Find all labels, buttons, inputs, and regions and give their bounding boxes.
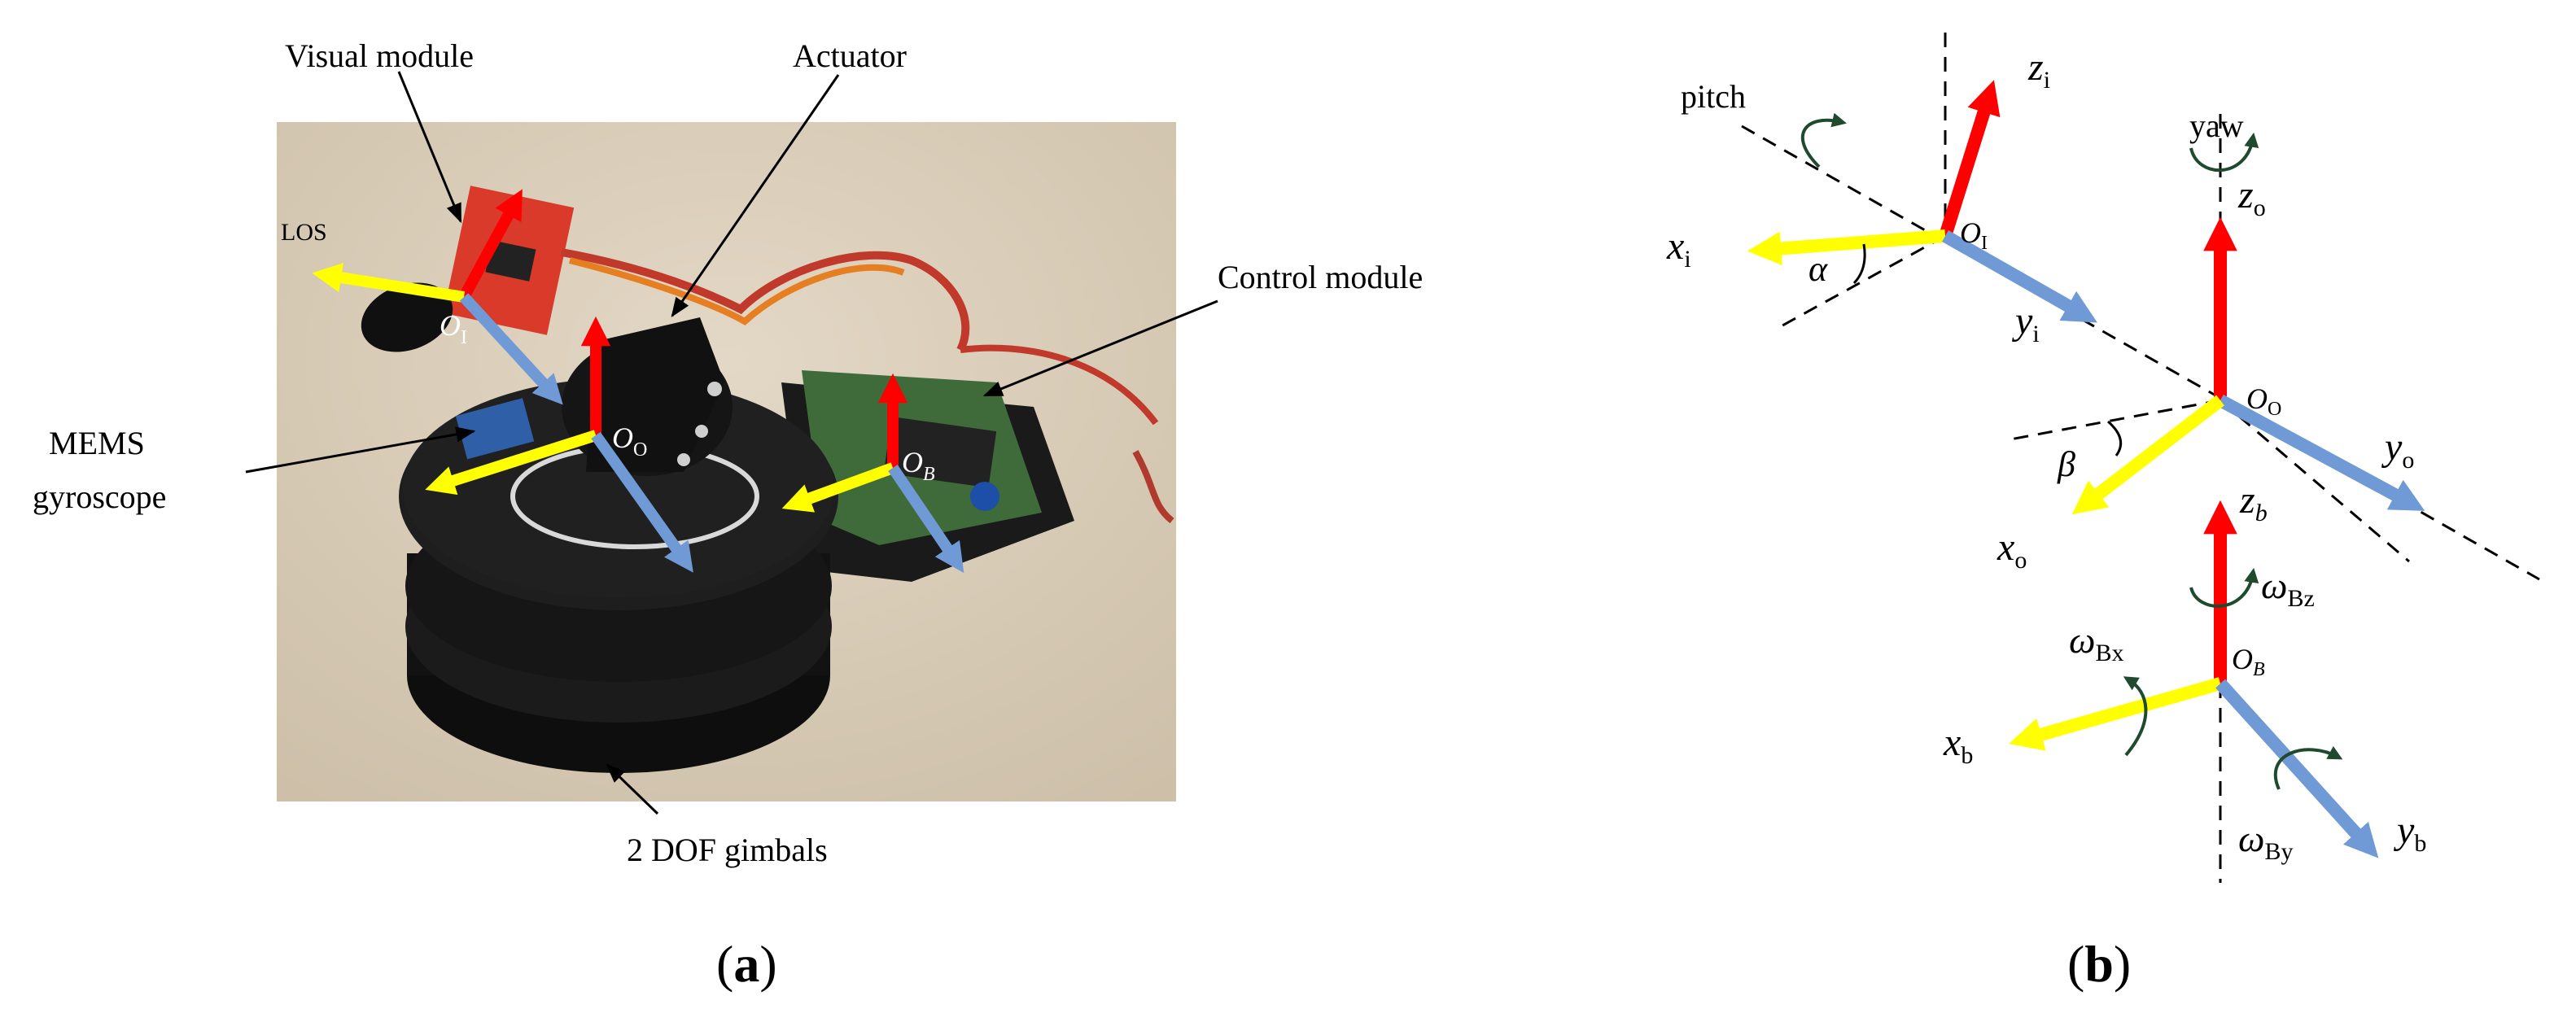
alpha-arc [1852,243,1866,285]
gimbal-photo [361,186,1174,773]
wbz-label: ωBz [2261,565,2315,612]
xb-label: xb [1943,721,1973,769]
yi-label: yi [2011,299,2040,347]
yo-label: yo [2381,426,2414,474]
yo-arrow [2217,394,2425,511]
los-label: LOS [281,219,327,246]
rotation-arrow-icon [2273,745,2343,790]
mems-label-line2: gyroscope [33,478,166,515]
alpha-label: α [1808,249,1828,289]
visual-module-label: Visual module [285,37,474,74]
actuator-leader [671,74,840,317]
xi-label: xi [1666,225,1691,273]
ob-y-arrow [888,465,964,574]
panel-a: OI OO OB LOS Visual module Actuator Cont… [33,37,1423,993]
mems-leader [245,426,476,474]
yb-arrow [2215,679,2379,858]
zb-label: zb [2239,478,2268,526]
panel-a-caption: (a) [716,935,777,993]
yb-label: yb [2393,809,2426,857]
photo-oi-label: OI [440,309,467,348]
zi-label: zi [2027,46,2050,94]
oo-x-arrow [425,430,598,496]
actuator-label: Actuator [793,37,907,74]
control-module-label: Control module [1218,259,1423,295]
wby-label: ωBy [2238,818,2294,865]
panel-b: pitch yaw α β zi xi yi OI zo OO yo xo zb… [1666,33,2540,993]
oi-alpha-line [1782,234,1946,327]
xo-arrow [2071,395,2224,515]
rotation-arrow-icon [1800,112,1848,168]
panel-b-caption: (b) [2067,935,2131,993]
rotation-arrow-icon [2189,132,2259,173]
yaw-label: yaw [2189,107,2244,144]
oo-y-arrow [591,431,693,573]
photo-oo-label: OO [612,421,647,461]
mems-label-line1: MEMS [49,425,145,461]
oi-label: OI [1960,216,1988,254]
yi-arrow [1942,230,2097,323]
oi-los-arrow [312,263,466,303]
zi-arrow [1939,80,2001,238]
pitch-axis-line [1741,124,2540,581]
ob-x-arrow [781,462,895,513]
control-module-leader [982,299,1218,397]
diagram-axes [1747,80,2425,858]
xb-arrow [2008,677,2223,751]
photo-ob-label: OB [902,446,935,485]
visual-module-leader [397,71,462,224]
wbx-label: ωBx [2069,619,2124,666]
oo-beta-line [2010,399,2221,441]
beta-arc [2107,420,2123,456]
oi-y-arrow [459,293,563,405]
beta-label: β [2057,444,2075,484]
xo-label: xo [1997,526,2027,574]
pitch-label: pitch [1681,78,1746,115]
gimbals-label: 2 DOF gimbals [627,832,828,868]
xi-arrow [1747,229,1946,266]
oo-label: OO [2246,382,2281,420]
rotation-arrow-icon [2123,676,2148,757]
ob-label: OB [2232,643,2265,680]
photo-axes [312,189,964,574]
oi-z-arrow [458,189,523,300]
zo-label: zo [2237,173,2266,221]
rotation-arrows [1800,112,2343,790]
oo-diag-line [2220,399,2410,563]
gimbals-leader [606,763,659,815]
rotation-arrow-icon [2189,567,2259,608]
